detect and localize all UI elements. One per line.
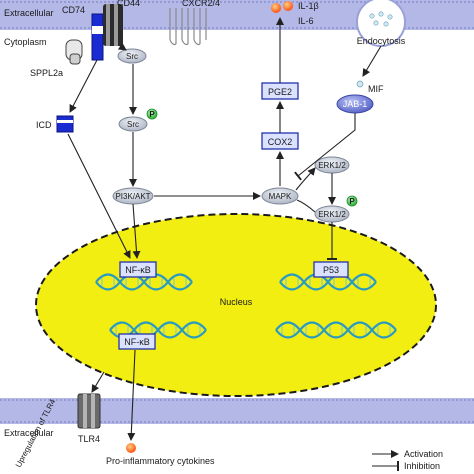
sppl2a-protease — [65, 39, 83, 65]
src-lower-label: Src — [127, 120, 139, 129]
mapk-label: MAPK — [269, 192, 292, 201]
activation-arrows — [67, 17, 382, 441]
pi3k-akt-label: PI3K/AKT — [115, 192, 150, 201]
cd44-label: CD44 — [117, 0, 140, 8]
cd74-label: CD74 — [62, 5, 85, 15]
nfkb-upper-label: NF-κB — [125, 265, 151, 275]
dna-helix-lower-right — [275, 321, 397, 339]
il6-label: IL-6 — [298, 16, 314, 26]
cd74-cd44-receptor — [91, 4, 123, 61]
phospho-erk-icon — [346, 195, 358, 207]
legend-inhibition-label: Inhibition — [404, 461, 440, 471]
tlr4-receptor — [77, 393, 101, 429]
mif-label: MIF — [368, 84, 384, 94]
inhibition-lines — [294, 113, 356, 260]
icd-label: ICD — [36, 120, 52, 130]
cytokines-label: Pro-inflammatory cytokines — [106, 456, 215, 466]
il1b-orb-icon — [271, 3, 281, 13]
phospho-src-label: P — [149, 110, 155, 119]
sppl2a-label: SPPL2a — [30, 68, 63, 78]
p53-box — [313, 261, 349, 278]
dna-helix-upper-left — [95, 273, 193, 291]
erk-lower-label: ERK1/2 — [318, 210, 346, 219]
src-upper-node — [117, 48, 147, 64]
nfkb-lower-box — [118, 333, 156, 350]
il6-orb-icon — [283, 1, 293, 11]
icd-band — [57, 120, 73, 123]
extracellular-label-bottom: Extracellular — [4, 428, 54, 438]
jab1-label: JAB-1 — [343, 99, 368, 109]
icd-fragment — [56, 115, 74, 133]
phospho-src-icon — [146, 108, 158, 120]
nfkb-lower-label: NF-κB — [124, 337, 150, 347]
src-lower-node — [118, 116, 148, 132]
il1b-label: IL-1β — [298, 1, 319, 11]
dna-helix-upper-right — [279, 273, 377, 291]
nfkb-upper-box — [119, 261, 157, 278]
extracellular-label-top: Extracellular — [4, 8, 54, 18]
cytokine-orb-icon — [126, 443, 136, 453]
nucleus-label: Nucleus — [220, 297, 253, 307]
cox2-label: COX2 — [268, 137, 293, 147]
cytoplasm-label: Cytoplasm — [4, 37, 47, 47]
cxcr-label: CXCR2/4 — [182, 0, 220, 8]
mif-molecule-icon — [356, 80, 364, 88]
legend: Activation Inhibition — [372, 449, 443, 471]
mapk-node — [261, 187, 299, 205]
tlr4-label: TLR4 — [78, 434, 100, 444]
endocytosis-label: Endocytosis — [357, 36, 406, 46]
erk-upper-label: ERK1/2 — [318, 161, 346, 170]
legend-activation-label: Activation — [404, 449, 443, 459]
bottom-membrane — [0, 398, 474, 424]
pge2-label: PGE2 — [268, 87, 292, 97]
cxcr-receptor — [169, 8, 207, 46]
src-upper-label: Src — [126, 52, 138, 61]
phospho-erk-label: P — [349, 197, 355, 206]
p53-label: P53 — [323, 265, 339, 275]
